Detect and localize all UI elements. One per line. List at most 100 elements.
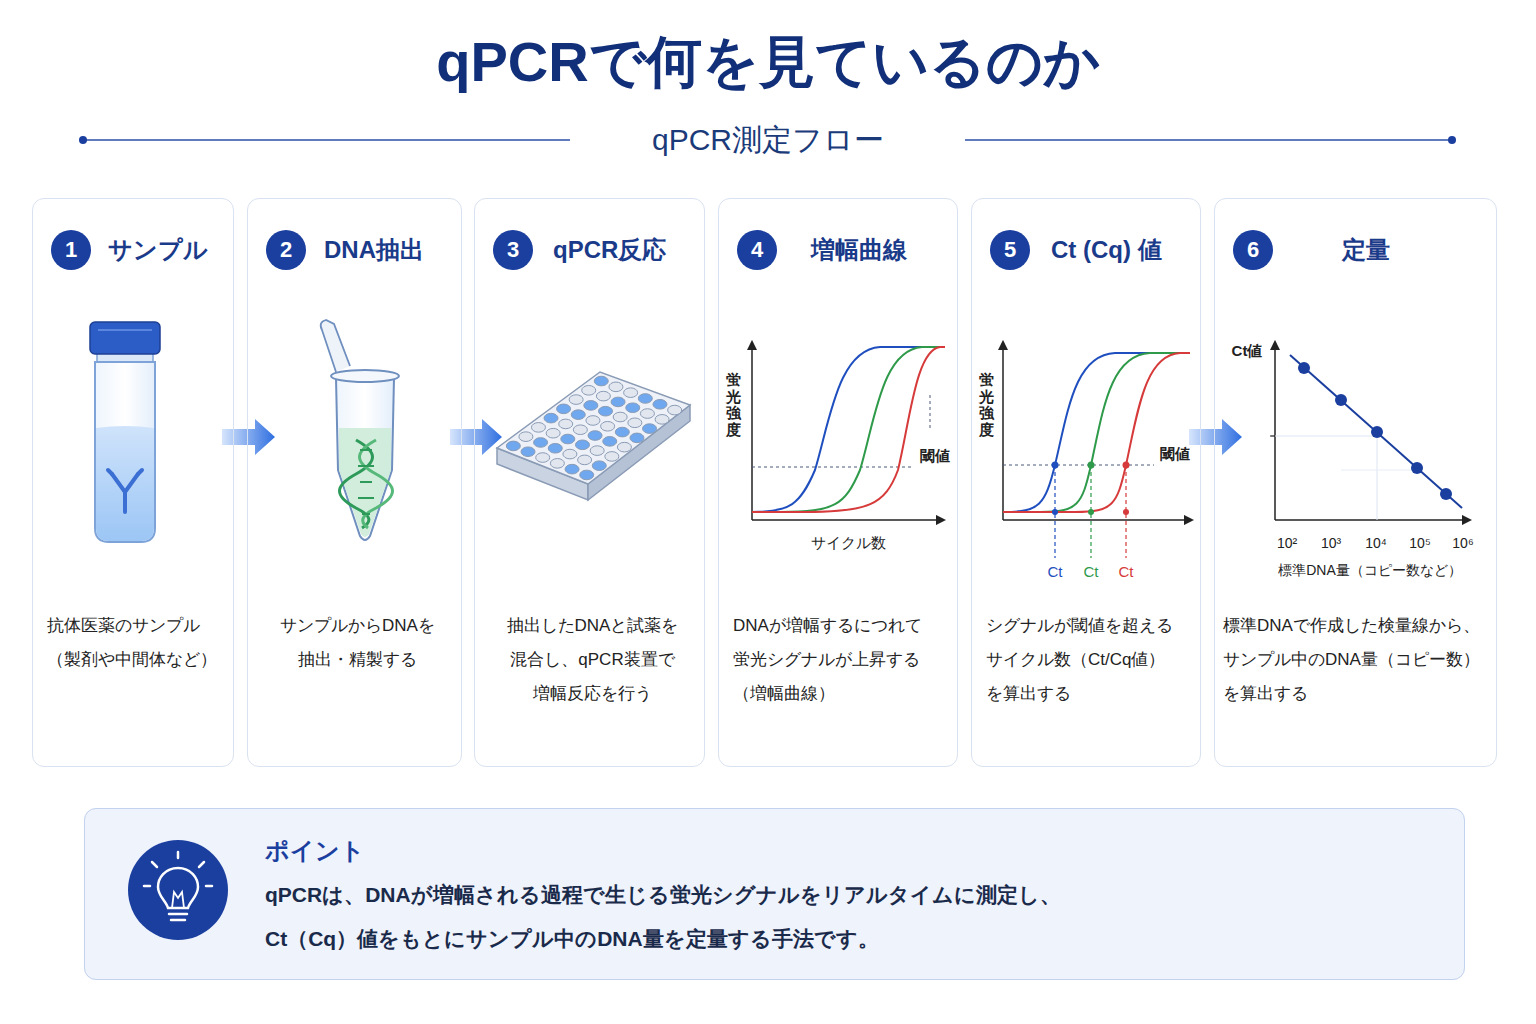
- axis-label: 蛍光強度: [979, 372, 994, 438]
- step-description: DNAが増幅するにつれて 蛍光シグナルが上昇する （増幅曲線）: [733, 609, 949, 711]
- plate-well: [586, 416, 600, 426]
- step-description: 標準DNAで作成した検量線から、 サンプル中のDNA量（コピー数） を算出する: [1223, 609, 1496, 711]
- plate-well: [643, 424, 657, 434]
- step-description: シグナルが閾値を超える サイクル数（Ct/Cq値） を算出する: [986, 609, 1192, 711]
- ct-label: Ct: [1084, 563, 1099, 581]
- step-heading: DNA抽出: [324, 234, 424, 266]
- plate-well: [506, 441, 520, 451]
- plate-well: [626, 403, 640, 413]
- plate-well: [668, 405, 682, 415]
- plate-well: [613, 412, 627, 422]
- plate-well: [594, 376, 608, 386]
- plate-well: [580, 470, 594, 480]
- amplification-chart: [752, 342, 945, 520]
- ct-label: Ct: [1048, 563, 1063, 581]
- axis-label: 標準DNA量（コピー数など）: [1278, 562, 1462, 579]
- threshold-label: 閾値: [1157, 445, 1193, 463]
- plate-well: [605, 452, 619, 462]
- plate-well: [536, 453, 550, 463]
- plate-well: [611, 397, 625, 407]
- flow-arrow: [450, 419, 502, 455]
- point-box: ポイント qPCRは、DNAが増幅される過程で生じる蛍光シグナルをリアルタイムに測…: [84, 808, 1465, 980]
- plate-well: [571, 410, 585, 420]
- ct-label: Ct: [1119, 563, 1134, 581]
- plate-well: [569, 395, 583, 405]
- axis-label: Ct値: [1232, 342, 1263, 360]
- plate-well: [534, 438, 548, 448]
- threshold-label: 閾値: [917, 447, 953, 465]
- plate-well: [590, 446, 604, 456]
- tick-label: 10⁶: [1452, 535, 1473, 552]
- plate-well: [638, 394, 652, 404]
- plate-well: [521, 447, 535, 457]
- plate-well: [601, 421, 615, 431]
- subtitle: qPCR測定フロー: [649, 122, 887, 158]
- step-description: 抽出したDNAと試薬を 混合し、qPCR装置で 増幅反応を行う: [489, 609, 696, 711]
- plate-well: [519, 432, 533, 442]
- step-heading: Ct (Cq) 値: [1051, 234, 1162, 266]
- plate-well: [531, 423, 545, 433]
- plate-well: [628, 418, 642, 428]
- plate-well: [565, 464, 579, 474]
- plate-well: [588, 431, 602, 441]
- plate-well: [573, 425, 587, 435]
- plate-well: [548, 443, 562, 453]
- plate-well: [653, 399, 667, 409]
- step-description: サンプルからDNAを 抽出・精製する: [262, 609, 453, 677]
- point-heading: ポイント: [265, 835, 365, 867]
- step-number: 4: [737, 230, 777, 270]
- tube-illustration: [321, 320, 399, 540]
- plate-well: [557, 404, 571, 414]
- plate-well: [544, 413, 558, 423]
- ct-chart: [1003, 342, 1192, 558]
- point-text: qPCRは、DNAが増幅される過程で生じる蛍光シグナルをリアルタイムに測定し、 …: [265, 873, 1445, 961]
- step-card: 6 定量標準DNAで作成した検量線から、 サンプル中のDNA量（コピー数） を算出…: [1214, 198, 1497, 767]
- plate-well: [575, 440, 589, 450]
- plate-well: [563, 449, 577, 459]
- plate-well: [624, 388, 638, 398]
- page-title: qPCRで何を見ているのか: [436, 28, 1099, 95]
- plate-well: [582, 386, 596, 396]
- step-card: 3 qPCR反応抽出したDNAと試薬を 混合し、qPCR装置で 増幅反応を行う: [474, 198, 705, 767]
- step-number: 5: [990, 230, 1030, 270]
- plate-well: [559, 419, 573, 429]
- plate-well: [630, 433, 644, 443]
- tick-label: 10⁵: [1409, 535, 1430, 552]
- tick-label: 10⁴: [1365, 535, 1387, 552]
- step-heading: qPCR反応: [553, 234, 666, 266]
- plate-illustration: [497, 372, 690, 500]
- step-card: 5 Ct (Cq) 値シグナルが閾値を超える サイクル数（Ct/Cq値） を算出す…: [971, 198, 1201, 767]
- plate-well: [596, 391, 610, 401]
- plate-well: [603, 437, 617, 447]
- plate-well: [584, 401, 598, 411]
- plate-well: [655, 415, 669, 425]
- step-heading: 増幅曲線: [811, 234, 907, 266]
- axis-label: 蛍光強度: [726, 372, 741, 438]
- tick-label: 10²: [1277, 535, 1297, 552]
- flow-arrow: [1189, 419, 1242, 455]
- tick-label: 10³: [1321, 535, 1341, 552]
- step-number: 3: [493, 230, 533, 270]
- step-number: 2: [266, 230, 306, 270]
- plate-well: [578, 455, 592, 465]
- step-number: 6: [1233, 230, 1273, 270]
- point-ground: [84, 808, 1465, 980]
- step-card: 2 DNA抽出サンプルからDNAを 抽出・精製する: [247, 198, 462, 767]
- step-card: 1サンプル抗体医薬のサンプル （製剤や中間体など）: [32, 198, 234, 767]
- plate-well: [615, 427, 629, 437]
- flow-arrow: [222, 419, 275, 455]
- plate-well: [550, 459, 564, 469]
- plate-well: [599, 406, 613, 416]
- bulb-icon: [128, 840, 228, 940]
- plate-well: [640, 409, 654, 419]
- plate-well: [561, 434, 575, 444]
- axis-label: サイクル数: [811, 534, 886, 552]
- vial-illustration: [90, 322, 160, 542]
- step-card: 4 増幅曲線 DNAが増幅するにつれて 蛍光シグナルが上昇する （増幅曲線）: [718, 198, 958, 767]
- plate-well: [609, 382, 623, 392]
- step-description: 抗体医薬のサンプル （製剤や中間体など）: [47, 609, 225, 677]
- step-heading: サンプル: [108, 234, 208, 266]
- step-heading: 定量: [1342, 234, 1390, 266]
- plate-well: [592, 461, 606, 471]
